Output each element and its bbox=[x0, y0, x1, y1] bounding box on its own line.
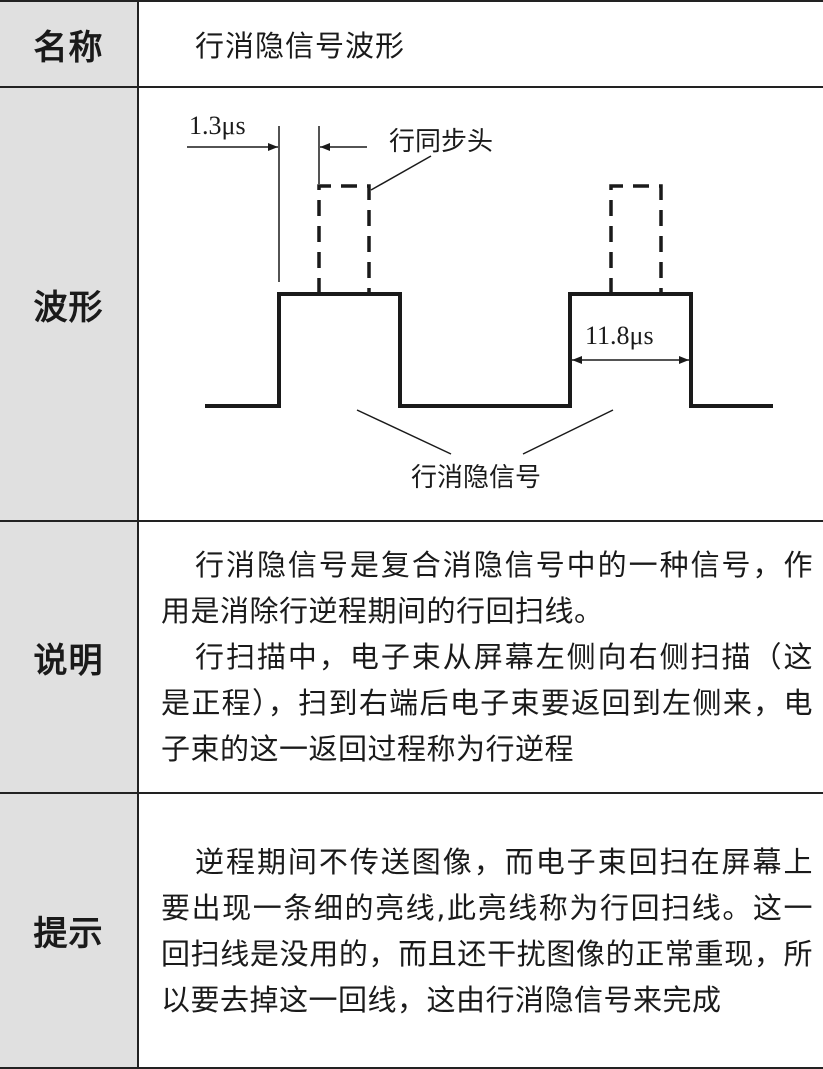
content-cell-name: 行消隐信号波形 bbox=[138, 0, 823, 88]
row-label-tip: 提示 bbox=[33, 914, 104, 954]
label-cell-tip: 提示 bbox=[0, 792, 139, 1069]
leader-blank-2 bbox=[522, 409, 614, 455]
row-label-description: 说明 bbox=[33, 640, 104, 681]
label-cell-description: 说明 bbox=[0, 520, 139, 794]
row-waveform: 波形 bbox=[0, 86, 823, 522]
description-paragraph-1: 行消隐信号是复合消隐信号中的一种信号，作用是消除行逆程期间的行回扫线。 bbox=[161, 548, 813, 628]
label-cell-waveform: 波形 bbox=[0, 86, 139, 522]
label-blank-width: 11.8μs bbox=[585, 321, 654, 350]
label-cell-name: 名称 bbox=[0, 0, 139, 88]
content-cell-description: 行消隐信号是复合消隐信号中的一种信号，作用是消除行逆程期间的行回扫线。 行扫描中… bbox=[138, 520, 823, 794]
tip-paragraph-1: 逆程期间不传送图像，而电子束回扫在屏幕上要出现一条细的亮线,此亮线称为行回扫线。… bbox=[161, 844, 813, 1017]
waveform-svg: 1.3μs 行同步头 11.8μs 行消隐信号 bbox=[187, 111, 773, 493]
label-sync-width: 1.3μs bbox=[189, 111, 246, 140]
blanking-waveform-line bbox=[205, 292, 773, 408]
waveform-diagram: 1.3μs 行同步头 11.8μs 行消隐信号 bbox=[139, 88, 823, 520]
content-cell-waveform: 1.3μs 行同步头 11.8μs 行消隐信号 bbox=[138, 86, 823, 522]
row-description: 说明 行消隐信号是复合消隐信号中的一种信号，作用是消除行逆程期间的行回扫线。 行… bbox=[0, 520, 823, 794]
leader-blank-1 bbox=[356, 409, 452, 455]
leader-sync-head bbox=[370, 155, 432, 191]
name-value: 行消隐信号波形 bbox=[195, 29, 406, 63]
label-sync-head: 行同步头 bbox=[389, 127, 493, 157]
row-label-waveform: 波形 bbox=[33, 287, 104, 328]
label-blank-signal: 行消隐信号 bbox=[411, 463, 541, 493]
content-cell-tip: 逆程期间不传送图像，而电子束回扫在屏幕上要出现一条细的亮线,此亮线称为行回扫线。… bbox=[138, 792, 823, 1069]
sync-head-dashed-1 bbox=[317, 184, 371, 294]
row-label-name: 名称 bbox=[33, 27, 104, 68]
sync-head-dashed-2 bbox=[609, 184, 663, 294]
row-tip: 提示 逆程期间不传送图像，而电子束回扫在屏幕上要出现一条细的亮线,此亮线称为行回… bbox=[0, 792, 823, 1069]
description-paragraph-2: 行扫描中，电子束从屏幕左侧向右侧扫描（这是正程），扫到右端后电子束要返回到左侧来… bbox=[161, 640, 813, 766]
row-name: 名称 行消隐信号波形 bbox=[0, 0, 823, 88]
